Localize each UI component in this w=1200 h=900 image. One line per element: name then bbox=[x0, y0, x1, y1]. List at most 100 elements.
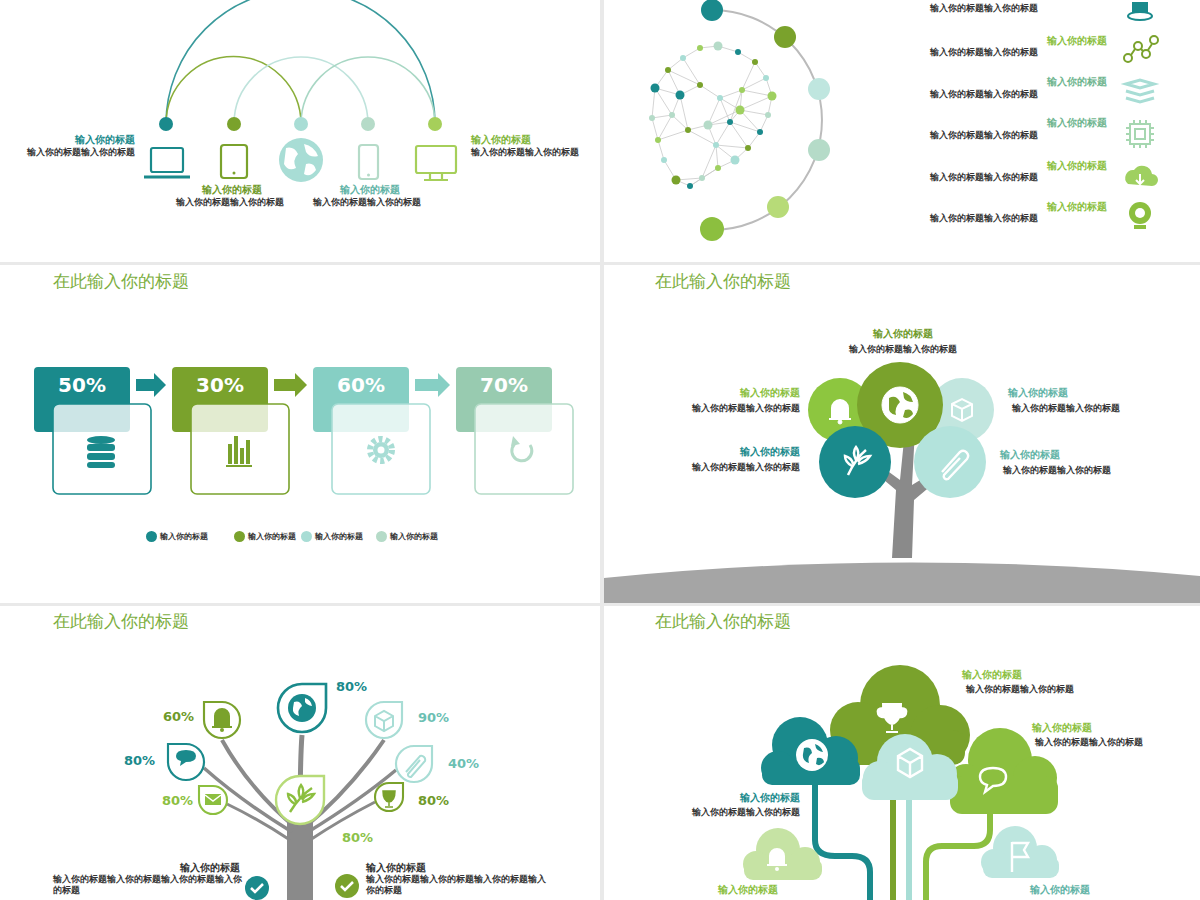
ring-arc bbox=[712, 10, 822, 230]
card-icon bbox=[87, 462, 115, 468]
network-link bbox=[702, 145, 716, 178]
device-arcs bbox=[301, 57, 435, 124]
network-dot bbox=[717, 95, 723, 101]
list-icon bbox=[1125, 166, 1158, 186]
ground bbox=[604, 562, 1200, 603]
percent-tag: 50% bbox=[34, 367, 130, 403]
percent-tag: 30% bbox=[172, 367, 268, 403]
legend-item: 输入你的标题 bbox=[234, 531, 296, 542]
card-icon bbox=[240, 448, 244, 464]
legend-swatch bbox=[146, 531, 157, 542]
legend-swatch bbox=[301, 531, 312, 542]
tree-icon bbox=[942, 451, 968, 479]
percent-tag: 70% bbox=[456, 367, 552, 403]
legend-swatch bbox=[234, 531, 245, 542]
list-icon bbox=[1131, 44, 1152, 55]
device-arcs bbox=[166, 0, 435, 124]
label-body: 输入你的标题输入你的标题 bbox=[966, 684, 1074, 695]
network-link bbox=[742, 78, 766, 90]
device-arcs bbox=[166, 0, 435, 124]
leaf-icon bbox=[288, 785, 314, 812]
network-link bbox=[716, 122, 730, 145]
label-body: 输入你的标题输入你的标题 bbox=[930, 47, 1038, 58]
leaf-icon bbox=[220, 728, 224, 732]
check-mark bbox=[335, 874, 359, 898]
label-heading: 输入你的标题 bbox=[340, 184, 400, 197]
callout-number: 40% bbox=[448, 756, 479, 772]
tree-icon bbox=[845, 447, 870, 475]
leaf-frame bbox=[276, 776, 324, 824]
slide-panel bbox=[0, 606, 600, 900]
cloud bbox=[983, 856, 1059, 878]
network-dot bbox=[757, 129, 763, 135]
list-icon bbox=[1134, 42, 1142, 50]
network-dot bbox=[735, 49, 741, 55]
slide-panel bbox=[604, 0, 1200, 262]
cloud-icon bbox=[796, 739, 828, 771]
network-link bbox=[652, 88, 655, 118]
card-icon bbox=[87, 436, 115, 468]
ring-dot bbox=[808, 78, 830, 100]
tree-circle bbox=[914, 426, 986, 498]
network-dot bbox=[713, 142, 719, 148]
card-icon bbox=[373, 442, 389, 458]
check-mark bbox=[245, 874, 359, 900]
network-dot bbox=[704, 121, 713, 130]
device-icon bbox=[359, 145, 378, 179]
network-dot bbox=[676, 91, 685, 100]
device-icon bbox=[151, 148, 183, 172]
card-icon bbox=[246, 440, 250, 464]
callout-number: 80% bbox=[342, 830, 373, 846]
list-icon bbox=[1126, 91, 1154, 95]
slide-title: 在此输入你的标题 bbox=[655, 271, 791, 292]
callout-number: 60% bbox=[163, 709, 194, 725]
label-heading: 输入你的标题 bbox=[740, 446, 800, 459]
label-heading: 输入你的标题 bbox=[1047, 117, 1107, 130]
leaf-frame bbox=[168, 684, 432, 824]
leaf-icon bbox=[176, 750, 196, 766]
network-link bbox=[655, 88, 672, 115]
label-body: 输入你的标题输入你的标题 bbox=[176, 197, 284, 208]
slide-panel bbox=[604, 265, 1200, 603]
device-dot bbox=[294, 117, 308, 131]
label-heading: 输入你的标题 bbox=[366, 862, 426, 875]
cloud-icon bbox=[980, 768, 1006, 792]
card-icon bbox=[87, 436, 115, 444]
check-mark bbox=[341, 882, 353, 890]
leaf-icon bbox=[288, 694, 316, 722]
network-dot bbox=[736, 106, 745, 115]
leaf-frame bbox=[278, 684, 326, 732]
card-icon bbox=[370, 439, 392, 461]
percent-tag: 60% bbox=[313, 367, 409, 403]
label-body: 输入你的标题输入你的标题 bbox=[1012, 403, 1120, 414]
label-body: 输入你的标题输入你的标题 bbox=[1035, 737, 1143, 748]
slide-panel bbox=[604, 606, 1200, 900]
network-link bbox=[683, 58, 700, 85]
cloud-icon bbox=[803, 744, 824, 765]
legend-text: 输入你的标题 bbox=[315, 532, 363, 542]
check-mark bbox=[245, 876, 269, 900]
cloud-icon bbox=[767, 704, 1028, 872]
network-dot bbox=[687, 183, 693, 189]
device-dot bbox=[428, 117, 442, 131]
slide-panel bbox=[0, 265, 600, 603]
list-icon bbox=[1126, 98, 1154, 102]
network-dot bbox=[699, 175, 705, 181]
list-icon bbox=[1126, 120, 1154, 148]
label-body: 输入你的标题输入你的标题输入你的标题输入你的标题 bbox=[366, 874, 546, 895]
network-dot bbox=[697, 82, 703, 88]
label-heading: 输入你的标题 bbox=[962, 669, 1022, 682]
network-dot bbox=[715, 165, 721, 171]
label-heading: 输入你的标题 bbox=[1047, 35, 1107, 48]
ring-dot bbox=[700, 0, 830, 241]
label-body: 输入你的标题输入你的标题 bbox=[930, 172, 1038, 183]
ring-dot bbox=[808, 139, 830, 161]
network-link bbox=[680, 95, 688, 130]
flow-arrow bbox=[136, 373, 166, 397]
device-icon bbox=[416, 146, 456, 173]
card-icon bbox=[234, 436, 238, 464]
cloud bbox=[743, 665, 1059, 880]
cloud-stem bbox=[906, 790, 912, 900]
device-icon bbox=[233, 172, 236, 175]
cloud-icon bbox=[1012, 842, 1028, 872]
